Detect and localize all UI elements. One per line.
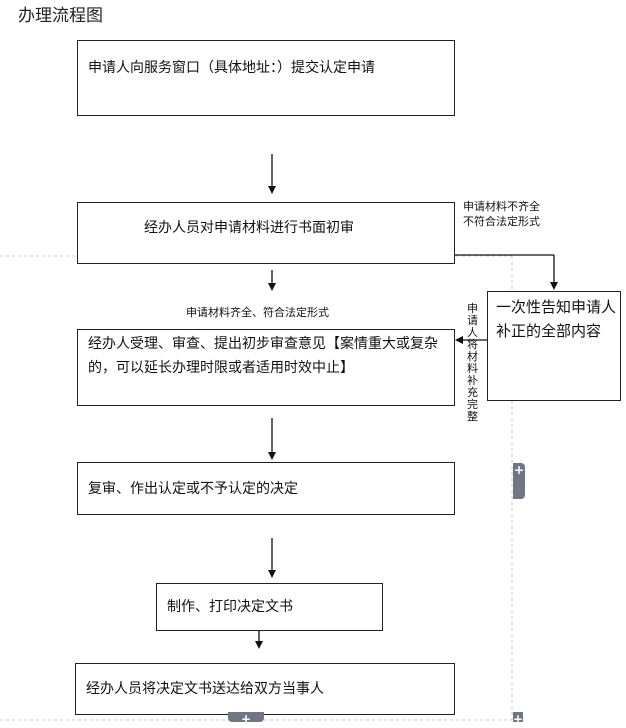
label-incomplete: 申请材料不齐全 不符合法定形式	[463, 199, 553, 229]
step-decide: 复审、作出认定或不予认定的决定	[77, 462, 455, 515]
step-review-text: 经办人员对申请材料进行书面初审	[144, 220, 354, 236]
label-incomplete-text: 申请材料不齐全 不符合法定形式	[463, 200, 540, 228]
expand-bottom-handle[interactable]	[228, 712, 264, 726]
resize-corner-handle[interactable]	[513, 712, 523, 726]
label-complete: 申请材料齐全、符合法定形式	[186, 306, 329, 319]
step-review: 经办人员对申请材料进行书面初审	[77, 202, 455, 264]
step-decide-text: 复审、作出认定或不予认定的决定	[88, 481, 298, 497]
step-print: 制作、打印决定文书	[156, 583, 383, 631]
label-resubmit: 申请人将材料补充完整	[467, 302, 478, 423]
step-accept-text: 经办人受理、审查、提出初步审查意见【案情重大或复杂的，可以延长办理时限或者适用时…	[88, 336, 438, 376]
step-deliver-text: 经办人员将决定文书送达给双方当事人	[86, 681, 324, 697]
step-deliver: 经办人员将决定文书送达给双方当事人	[75, 663, 455, 715]
step-notify: 一次性告知申请人补正的全部内容	[487, 291, 621, 401]
expand-right-handle[interactable]	[513, 463, 525, 499]
step-submit: 申请人向服务窗口（具体地址：）提交认定申请	[77, 40, 455, 116]
step-print-text: 制作、打印决定文书	[167, 599, 293, 615]
step-notify-text: 一次性告知申请人补正的全部内容	[496, 298, 617, 340]
page-title: 办理流程图	[18, 6, 103, 26]
step-accept: 经办人受理、审查、提出初步审查意见【案情重大或复杂的，可以延长办理时限或者适用时…	[77, 329, 455, 406]
step-submit-text: 申请人向服务窗口（具体地址：）提交认定申请	[88, 60, 375, 76]
